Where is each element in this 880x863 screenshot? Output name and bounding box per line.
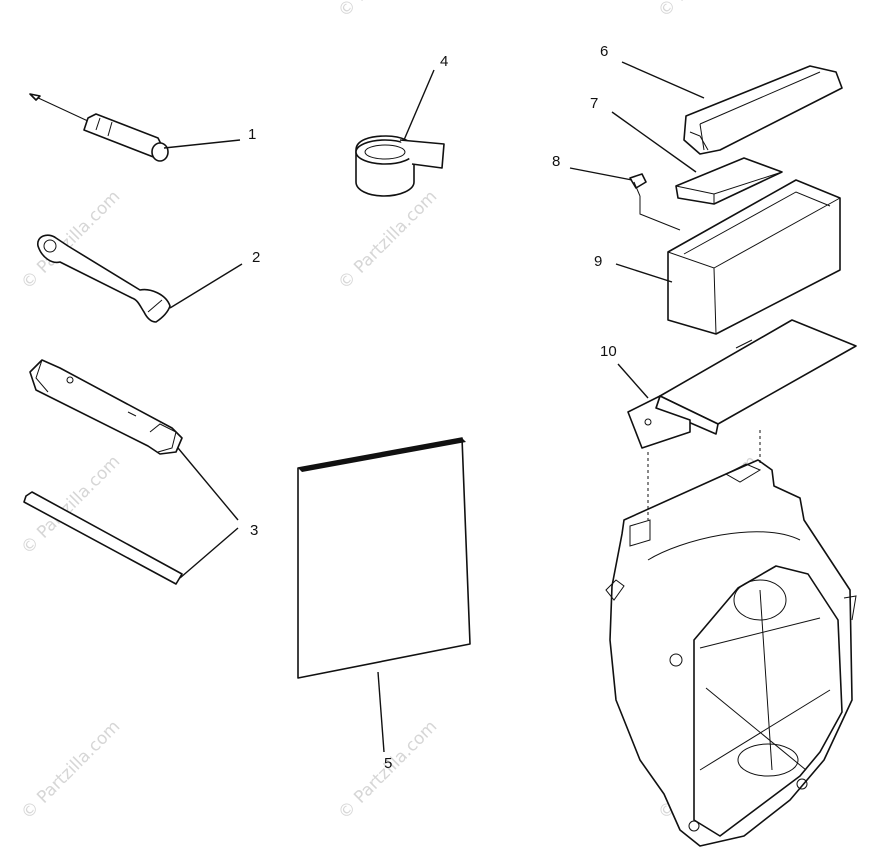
screw-icon — [629, 173, 647, 197]
recoil-housing-icon — [605, 459, 857, 847]
screwdriver-icon — [29, 93, 169, 162]
battery-cover-icon — [683, 65, 843, 155]
watermark: © Partzilla.com — [654, 0, 761, 22]
callout-1: 1 — [248, 126, 256, 143]
battery-box-icon — [667, 179, 841, 335]
callout-9: 9 — [594, 253, 602, 270]
callout-4: 4 — [440, 53, 448, 70]
callout-7: 7 — [590, 95, 598, 112]
socket-wrench-icon — [29, 359, 183, 455]
tommy-bar-icon — [23, 491, 183, 585]
wrench-icon — [37, 234, 171, 323]
callout-10: 10 — [600, 343, 617, 360]
bracket-icon — [627, 319, 857, 449]
callout-3: 3 — [250, 522, 258, 539]
owners-manual-icon — [297, 437, 471, 679]
callout-labels: 1 2 3 4 5 6 7 8 9 10 — [248, 43, 617, 772]
tape-roll-icon — [355, 135, 445, 197]
callout-8: 8 — [552, 153, 560, 170]
watermark: © Partzilla.com — [334, 187, 441, 294]
pad-icon — [675, 157, 783, 205]
watermark: © Partzilla.com — [334, 0, 441, 22]
callout-5: 5 — [384, 755, 392, 772]
leader-lines — [163, 61, 761, 753]
callout-2: 2 — [252, 249, 260, 266]
callout-6: 6 — [600, 43, 608, 60]
watermark: © Partzilla.com — [17, 717, 124, 824]
